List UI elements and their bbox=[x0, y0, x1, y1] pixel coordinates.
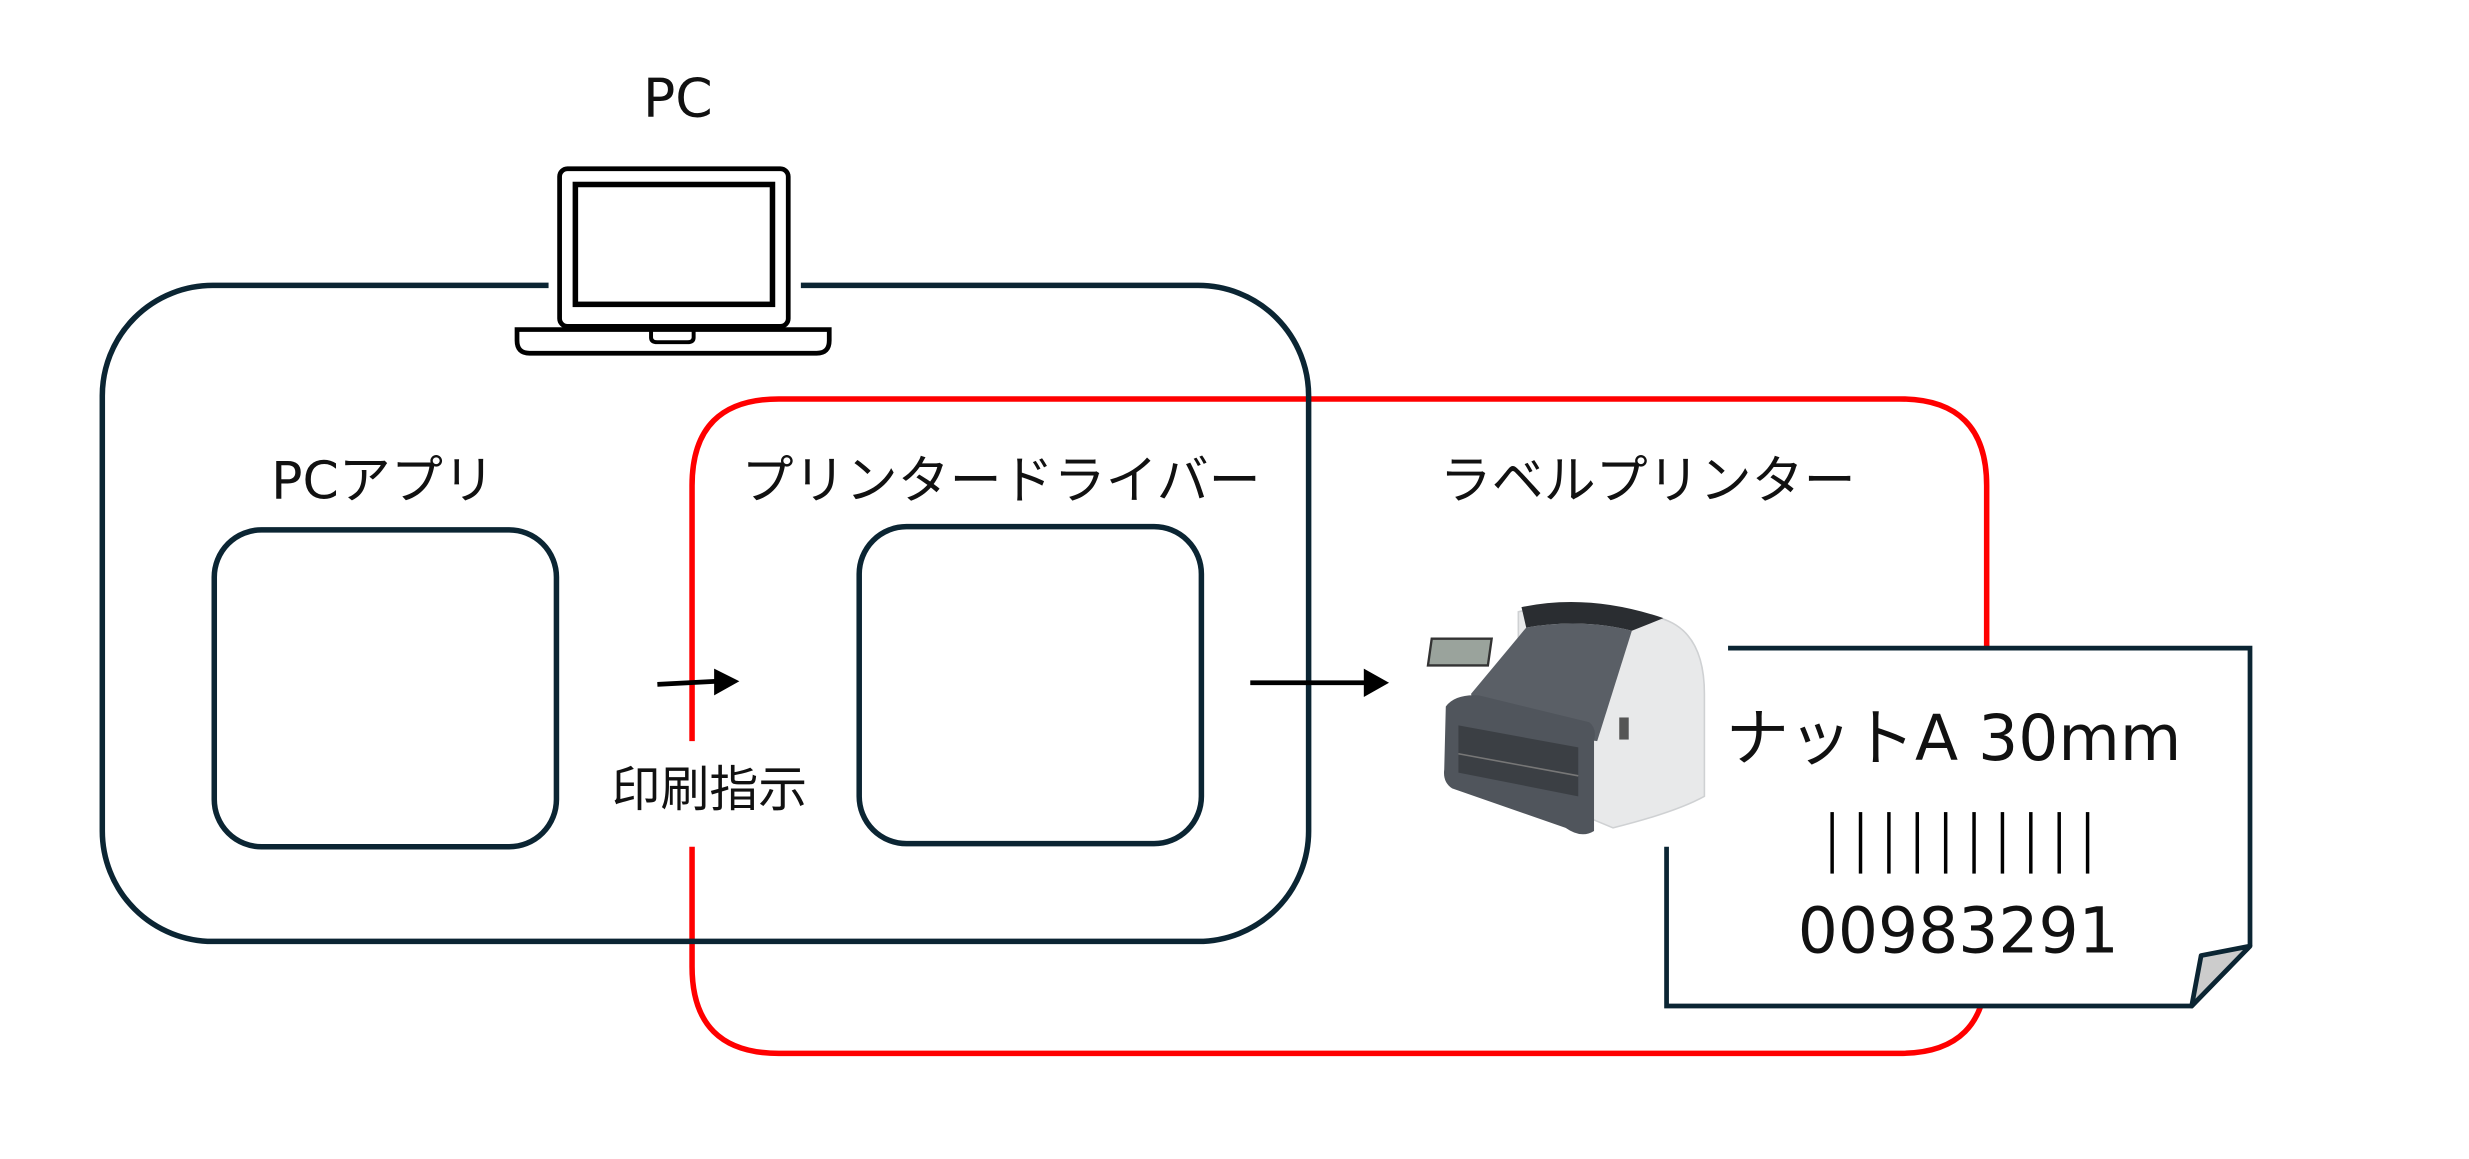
pc-app-box bbox=[211, 527, 560, 850]
label-barcode-number: 00983291 bbox=[1798, 893, 2119, 967]
arrow-icon bbox=[1250, 668, 1390, 697]
pc-app-label: PCアプリ bbox=[271, 451, 495, 511]
print-instruction-label: 印刷指示 bbox=[612, 761, 808, 818]
printer-driver-box bbox=[856, 523, 1205, 847]
label-product-text: ナットA 30mm bbox=[1726, 701, 2181, 775]
arrow-icon bbox=[657, 668, 740, 696]
laptop-icon bbox=[514, 163, 832, 356]
label-printer-icon bbox=[1426, 601, 1706, 835]
barcode-icon bbox=[1830, 812, 2090, 874]
pc-title: PC bbox=[643, 67, 713, 130]
label-printer-label: ラベルプリンター bbox=[1440, 451, 1856, 511]
printer-driver-label: プリンタードライバー bbox=[742, 451, 1261, 511]
printed-label: ナットA 30mm 00983291 bbox=[1664, 645, 2253, 1009]
